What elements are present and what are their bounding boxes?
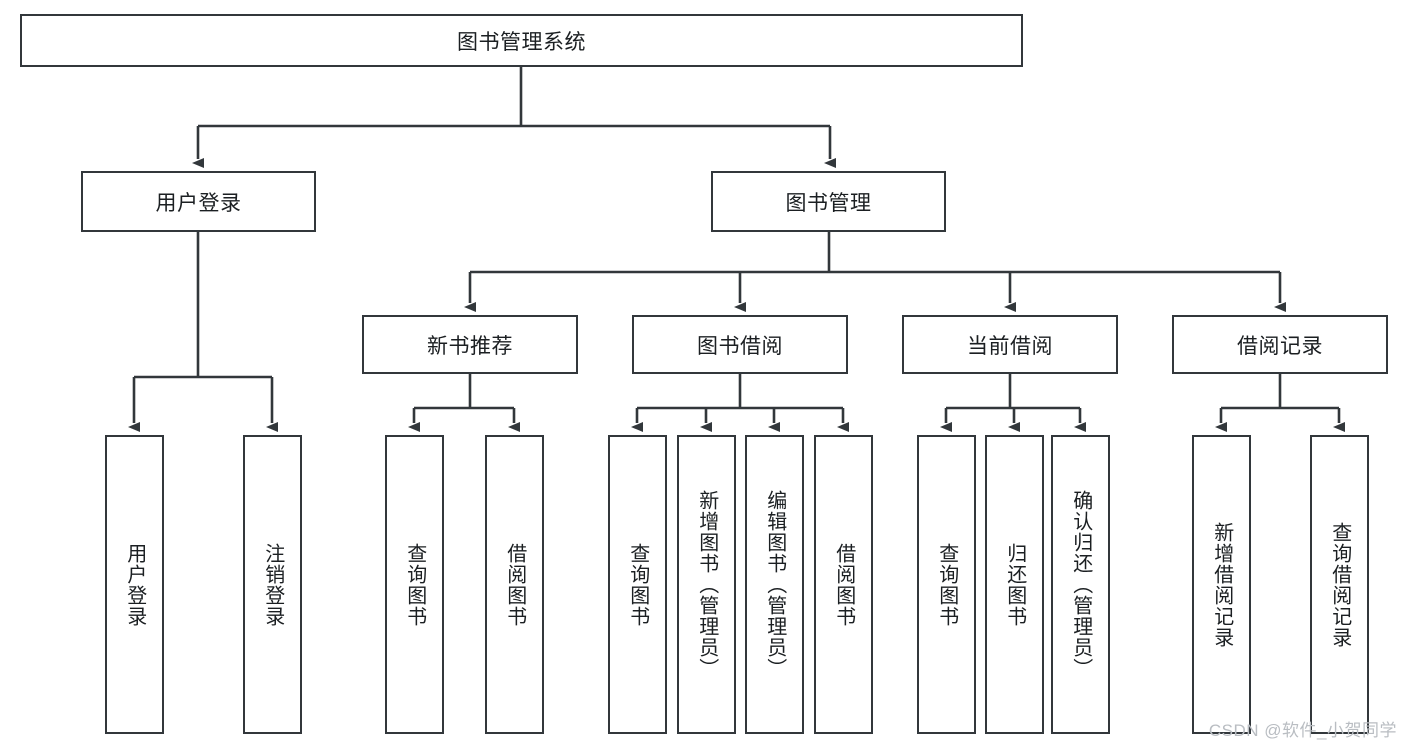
leaf-return-books[interactable]: 归还图书: [985, 435, 1044, 734]
edges-newbooks-to-leaves: [408, 374, 520, 432]
edges-borrow-to-leaves: [631, 374, 849, 432]
leaf-add-borrow-record[interactable]: 新增借阅记录: [1192, 435, 1251, 734]
leaf-logout[interactable]: 注销登录: [243, 435, 302, 734]
leaf-label: 查询图书: [935, 542, 958, 627]
leaf-label: 确认归还（管理员）: [1069, 490, 1092, 679]
leaf-label: 注销登录: [261, 542, 284, 627]
leaf-user-login[interactable]: 用户登录: [105, 435, 164, 734]
node-user-login[interactable]: 用户登录: [81, 171, 316, 232]
leaf-label: 查询图书: [626, 542, 649, 627]
node-new-book-recommendation[interactable]: 新书推荐: [362, 315, 578, 374]
leaf-borrow-books-recommend[interactable]: 借阅图书: [485, 435, 544, 734]
leaf-query-books-borrow[interactable]: 查询图书: [608, 435, 667, 734]
edges-login-to-leaves: [128, 232, 278, 432]
node-root-system[interactable]: 图书管理系统: [20, 14, 1023, 67]
leaf-query-borrow-record[interactable]: 查询借阅记录: [1310, 435, 1369, 734]
leaf-label: 归还图书: [1003, 542, 1026, 627]
leaf-edit-book-admin[interactable]: 编辑图书（管理员）: [745, 435, 804, 734]
leaf-query-books-current[interactable]: 查询图书: [917, 435, 976, 734]
leaf-label: 借阅图书: [832, 542, 855, 627]
leaf-label: 用户登录: [123, 542, 146, 627]
leaf-label: 编辑图书（管理员）: [763, 490, 786, 679]
edges-root-to-level2: [192, 67, 836, 168]
leaf-borrow-books[interactable]: 借阅图书: [814, 435, 873, 734]
leaf-label: 查询图书: [403, 542, 426, 627]
watermark-text: CSDN @软件_小贺同学: [1208, 721, 1397, 740]
leaf-label: 新增图书（管理员）: [695, 490, 718, 679]
leaf-add-book-admin[interactable]: 新增图书（管理员）: [677, 435, 736, 734]
edges-records-to-leaves: [1215, 374, 1345, 432]
node-current-borrowing[interactable]: 当前借阅: [902, 315, 1118, 374]
node-book-borrowing[interactable]: 图书借阅: [632, 315, 848, 374]
node-borrow-records[interactable]: 借阅记录: [1172, 315, 1388, 374]
edges-books-to-level3: [464, 232, 1286, 312]
leaf-label: 借阅图书: [503, 542, 526, 627]
leaf-label: 新增借阅记录: [1210, 521, 1233, 648]
leaf-query-books-recommend[interactable]: 查询图书: [385, 435, 444, 734]
leaf-confirm-return-admin[interactable]: 确认归还（管理员）: [1051, 435, 1110, 734]
node-book-management[interactable]: 图书管理: [711, 171, 946, 232]
edges-current-to-leaves: [940, 374, 1086, 432]
leaf-label: 查询借阅记录: [1328, 521, 1351, 648]
